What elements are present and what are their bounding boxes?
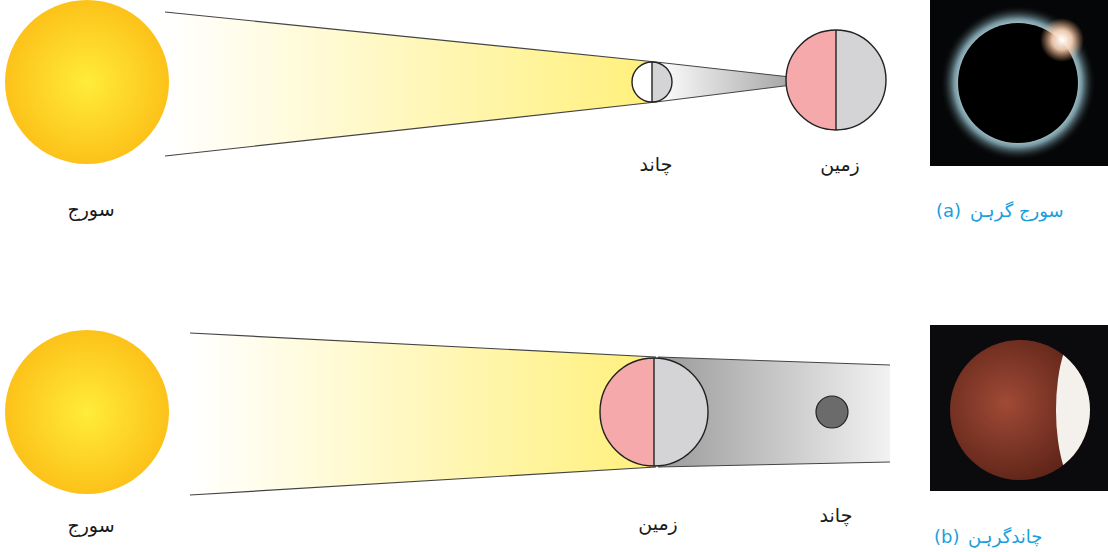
moon-circle-outline <box>787 395 877 429</box>
caption-label: (a) <box>936 200 961 222</box>
sun-circle: سورج <box>4 0 178 221</box>
body-label: چاند <box>607 152 705 176</box>
moon-circle: چاند <box>607 61 705 176</box>
moon-circle: چاند <box>787 395 885 527</box>
caption-label: (b) <box>934 526 959 548</box>
sun-circle: سورج <box>4 329 178 537</box>
body-label: سورج <box>4 197 178 221</box>
sun-circle-outline <box>4 0 170 165</box>
body-label: سورج <box>4 513 178 537</box>
earth-circle: زمین <box>785 29 895 176</box>
caption-label: چاندگرہن <box>968 526 1042 548</box>
body-label: چاند <box>787 503 885 527</box>
moon-circle-outline <box>607 61 697 103</box>
sun-circle-outline <box>4 329 170 495</box>
body-label: زمین <box>599 511 717 535</box>
earth-circle: زمین <box>599 357 717 535</box>
earth-circle-outline <box>599 357 709 467</box>
earth-circle-outline <box>785 29 887 131</box>
caption-label: سورج گرہن <box>970 200 1064 222</box>
body-label: زمین <box>785 152 895 176</box>
